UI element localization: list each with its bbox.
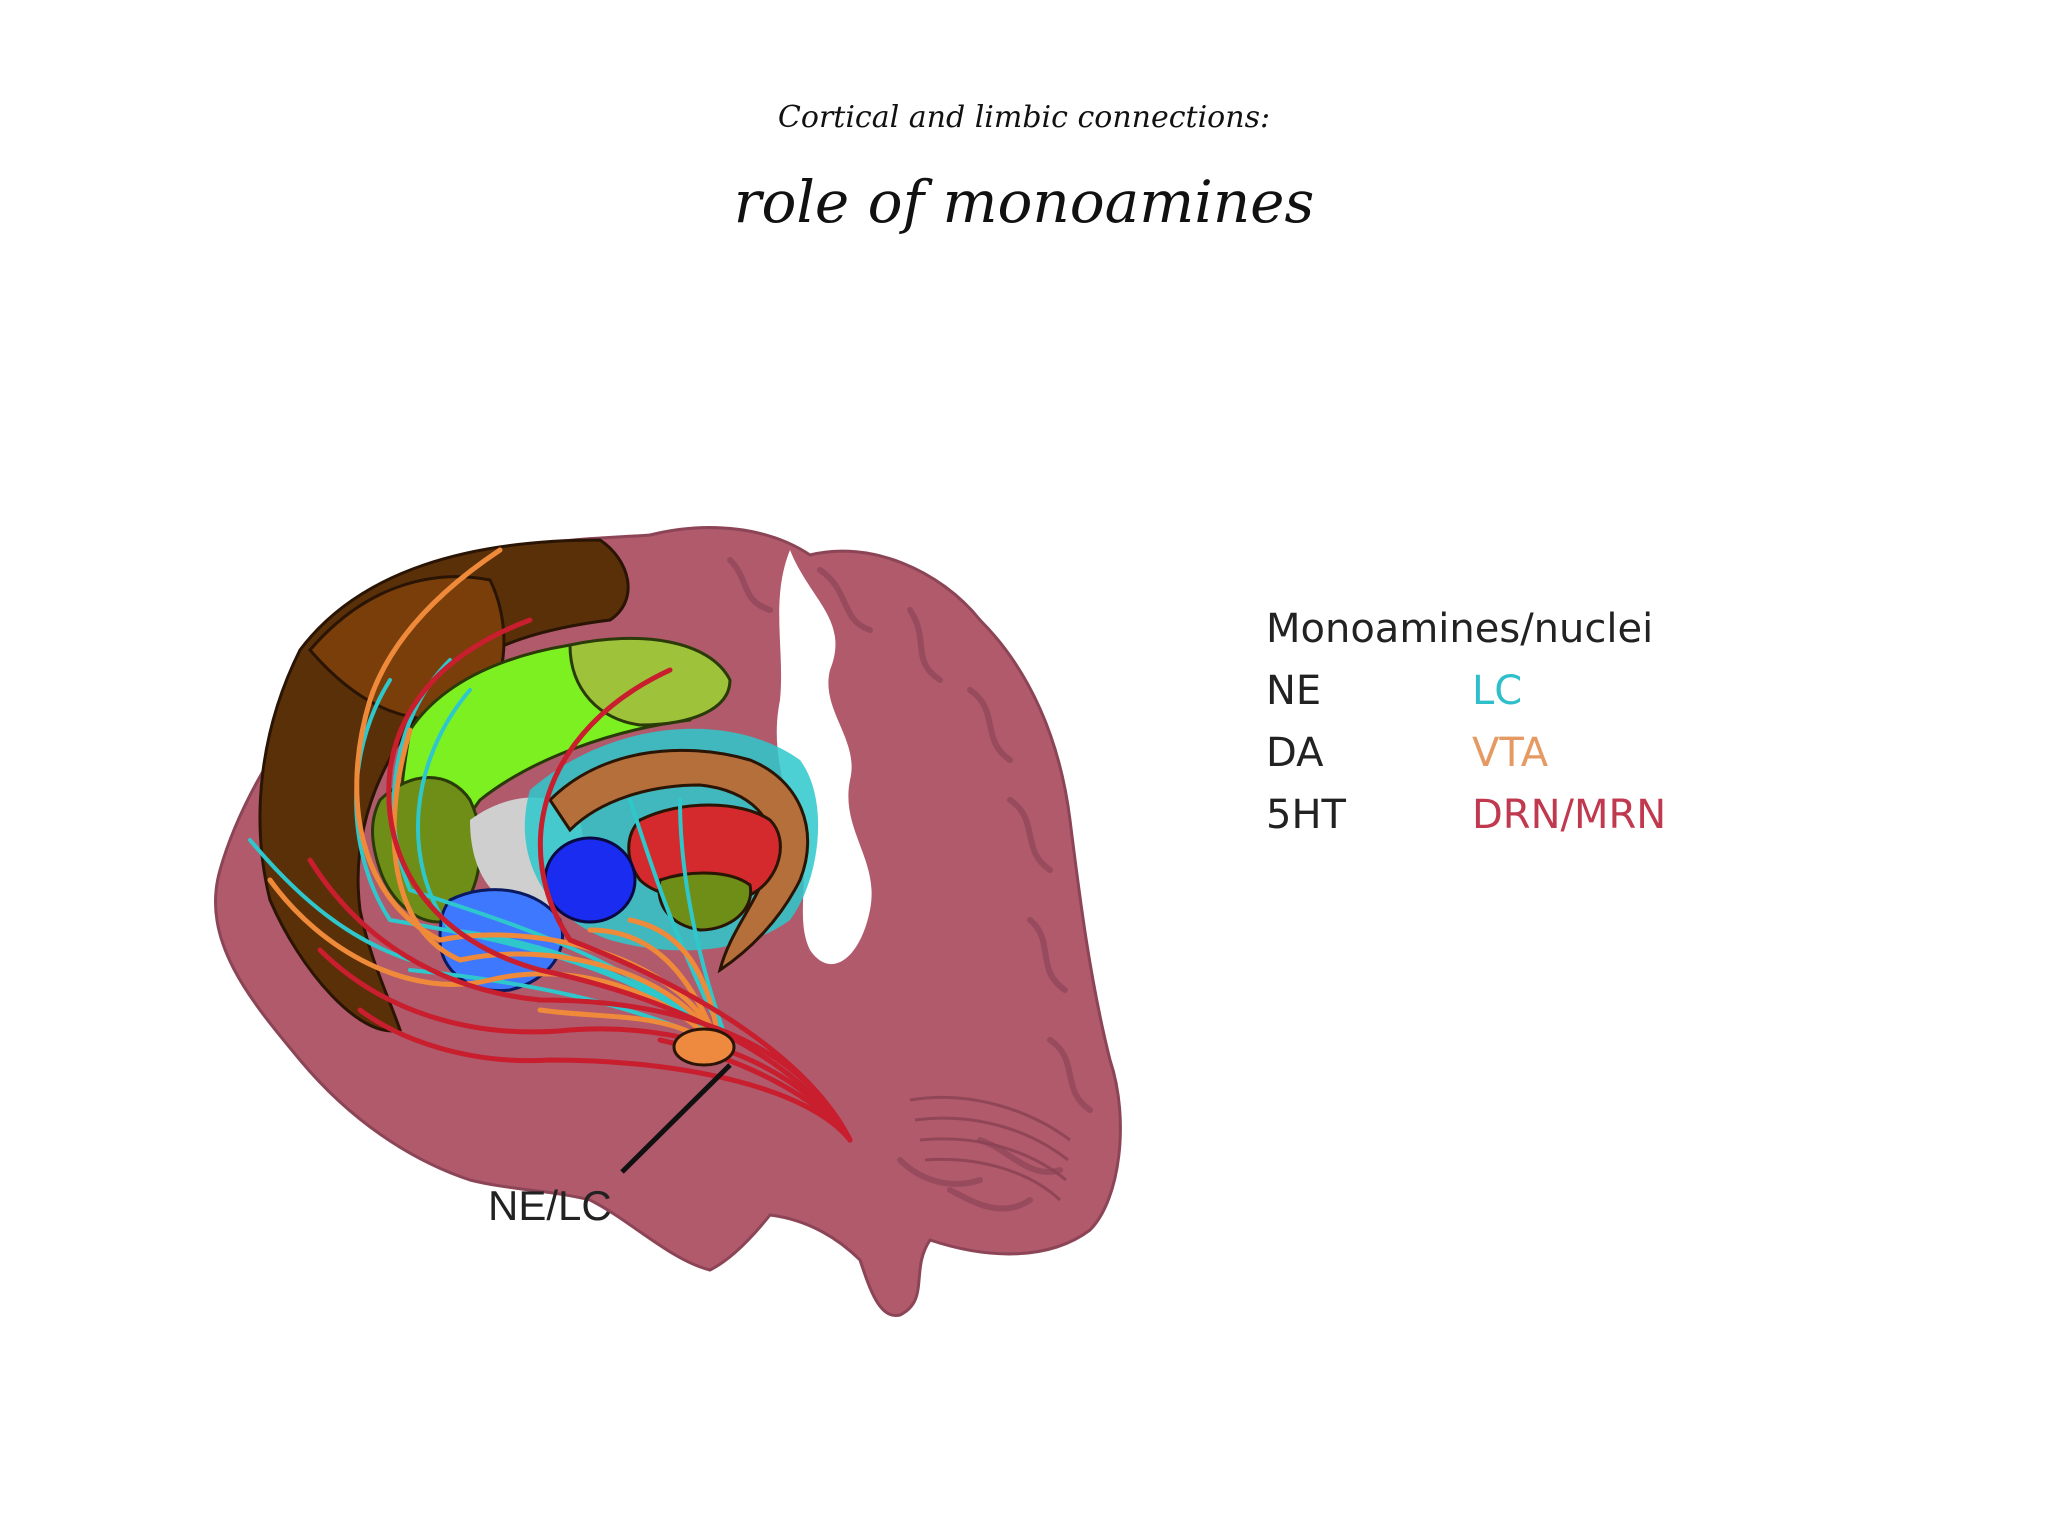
legend-row: NE LC xyxy=(1266,660,1666,722)
brain-diagram xyxy=(214,526,1122,1317)
legend-nucleus: DRN/MRN xyxy=(1472,792,1667,838)
orbitofrontal-region xyxy=(308,575,506,721)
legend-abbr: 5HT xyxy=(1266,792,1346,838)
slide-subtitle: Cortical and limbic connections: xyxy=(777,100,1271,135)
slide-title: role of monoamines xyxy=(733,168,1315,236)
legend-row: 5HT DRN/MRN xyxy=(1266,784,1666,846)
legend-row: DA VTA xyxy=(1266,722,1666,784)
cerebellum xyxy=(909,1095,1071,1202)
legend: Monoamines/nuclei NE LC DA VTA 5HT DRN/M… xyxy=(1266,598,1666,846)
lc-nucleus xyxy=(672,1027,736,1067)
legend-nucleus: LC xyxy=(1472,668,1523,714)
basal-ganglia-region xyxy=(548,748,810,974)
caudate-region xyxy=(543,836,637,924)
legend-nucleus: VTA xyxy=(1472,730,1549,776)
callout-label: NE/LC xyxy=(488,1182,612,1229)
legend-abbr: NE xyxy=(1266,668,1322,714)
legend-header: Monoamines/nuclei xyxy=(1266,606,1654,652)
callout-line xyxy=(620,1063,732,1174)
lateral-ventricle xyxy=(776,550,872,965)
legend-abbr: DA xyxy=(1266,730,1324,776)
